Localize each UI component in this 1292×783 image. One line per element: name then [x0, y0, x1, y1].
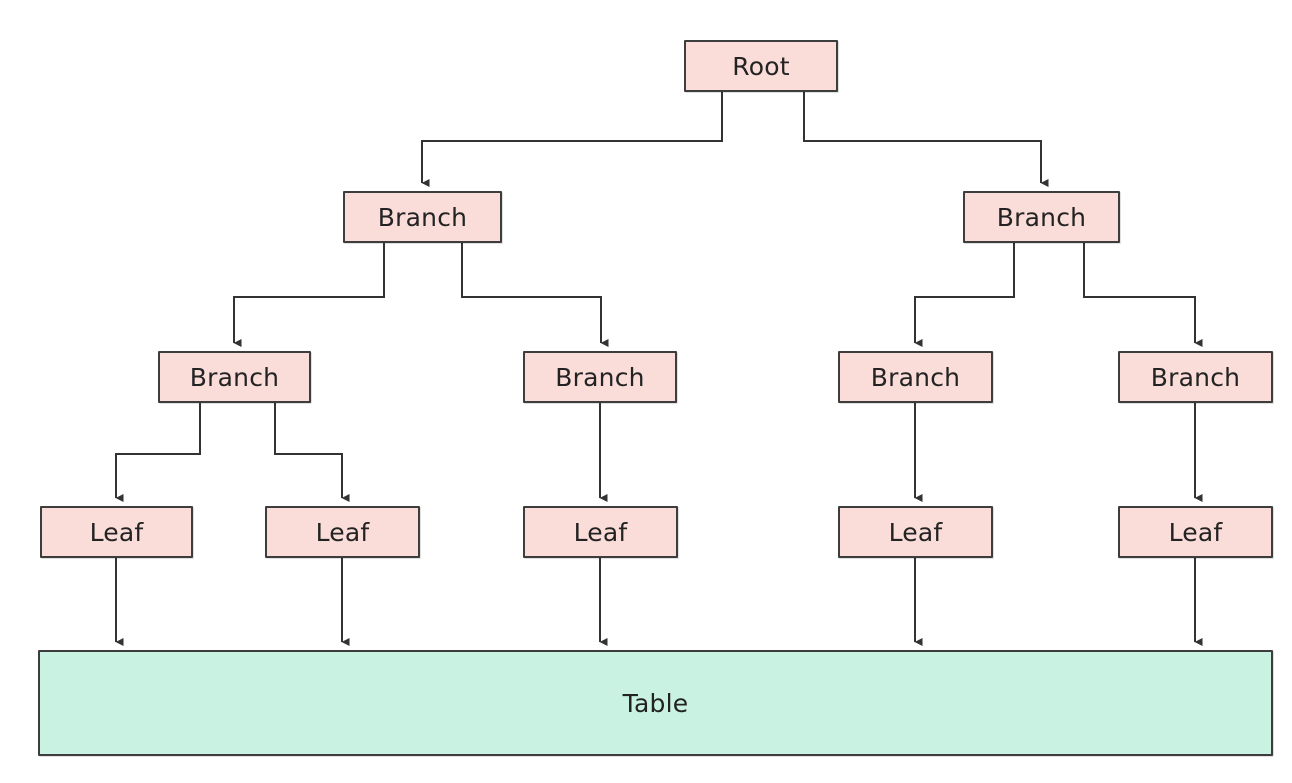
node-label-branch-l2-1: Branch	[377, 202, 468, 232]
node-label-leaf-1: Leaf	[89, 517, 144, 547]
node-label-leaf-5: Leaf	[1168, 517, 1223, 547]
node-branch-l3-3[interactable]: Branch	[838, 351, 993, 403]
node-leaf-1[interactable]: Leaf	[40, 506, 193, 558]
node-label-branch-l3-1: Branch	[189, 362, 280, 392]
node-leaf-2[interactable]: Leaf	[265, 506, 420, 558]
node-leaf-3[interactable]: Leaf	[523, 506, 678, 558]
node-label-table: Table	[622, 688, 689, 718]
edge-root-branch-l2-2	[803, 92, 1049, 187]
edge-branch-l3-1-leaf-2	[274, 403, 350, 502]
node-branch-l3-1[interactable]: Branch	[158, 351, 311, 403]
node-label-root: Root	[732, 51, 790, 81]
node-label-leaf-4: Leaf	[888, 517, 943, 547]
node-label-leaf-2: Leaf	[315, 517, 370, 547]
node-branch-l3-4[interactable]: Branch	[1118, 351, 1273, 403]
node-leaf-5[interactable]: Leaf	[1118, 506, 1273, 558]
node-label-branch-l2-2: Branch	[996, 202, 1087, 232]
node-label-branch-l3-4: Branch	[1150, 362, 1241, 392]
node-root[interactable]: Root	[684, 40, 838, 92]
edge-branch-l2-2-branch-l3-4	[1083, 243, 1203, 347]
edge-branch-l2-1-branch-l3-2	[461, 243, 609, 347]
node-label-branch-l3-2: Branch	[555, 362, 645, 392]
node-branch-l3-2[interactable]: Branch	[523, 351, 677, 403]
node-leaf-4[interactable]: Leaf	[838, 506, 993, 558]
node-table[interactable]: Table	[38, 650, 1273, 756]
node-label-leaf-3: Leaf	[573, 517, 628, 547]
edge-branch-l3-1-leaf-1	[115, 403, 201, 502]
node-label-branch-l3-3: Branch	[870, 362, 961, 392]
edge-branch-l2-1-branch-l3-1	[233, 243, 385, 347]
edge-branch-l2-2-branch-l3-3	[914, 243, 1015, 347]
node-branch-l2-2[interactable]: Branch	[963, 191, 1120, 243]
edge-root-branch-l2-1	[421, 92, 723, 187]
node-branch-l2-1[interactable]: Branch	[343, 191, 502, 243]
